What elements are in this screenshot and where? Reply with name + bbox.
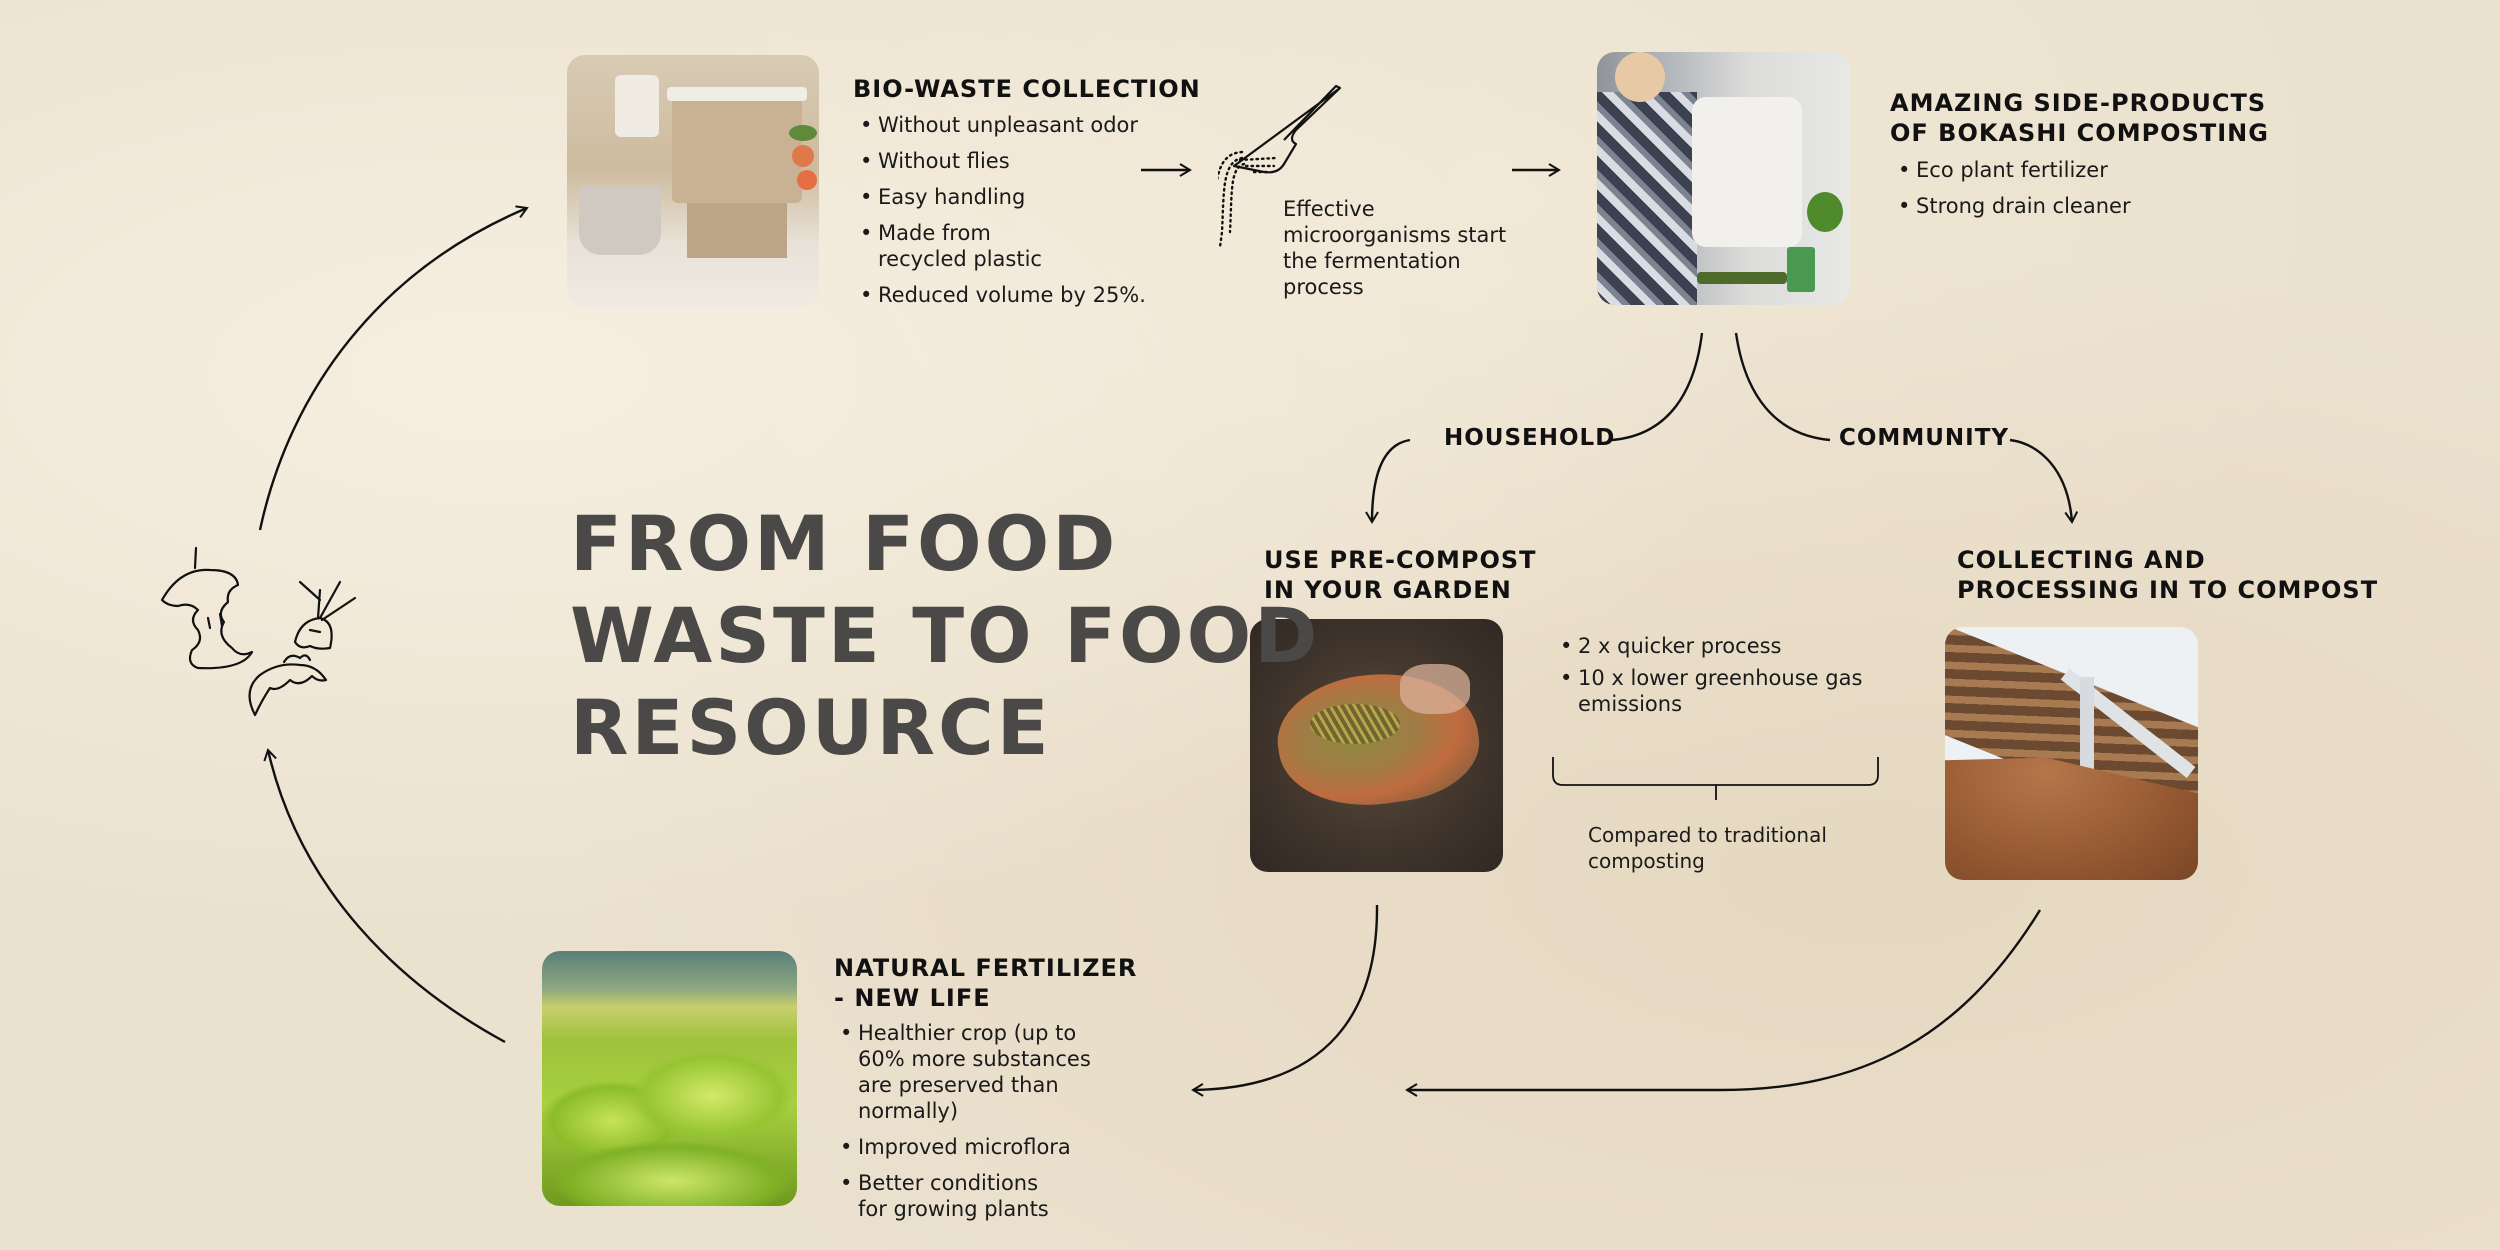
pre-compost-heading: USE PRE-COMPOST IN YOUR GARDEN xyxy=(1264,545,1537,605)
collection-heading: BIO-WASTE COLLECTION xyxy=(853,75,1201,103)
apple-core-icon xyxy=(160,546,254,670)
food-waste-icons xyxy=(160,546,357,717)
comparison-note: Compared to traditional composting xyxy=(1588,823,1827,873)
cabbage-field-photo xyxy=(542,951,797,1206)
list-item: Without unpleasant odor xyxy=(858,112,1158,138)
list-item: Easy handling xyxy=(858,184,1158,210)
arrow-community-to-fertilizer xyxy=(1405,909,2042,1097)
arrow-community xyxy=(2009,438,2079,524)
arrow-household xyxy=(1365,438,1411,524)
pre-compost-in-soil-photo xyxy=(1250,619,1503,872)
arrow-waste-to-collection xyxy=(258,205,529,531)
list-item: Healthier crop (up to 60% more substance… xyxy=(838,1020,1128,1124)
title-line-3: RESOURCE xyxy=(570,683,1052,772)
page-title: FROM FOOD WASTE TO FOOD RESOURCE xyxy=(570,498,1320,774)
list-item: Reduced volume by 25%. xyxy=(858,282,1158,308)
pre-compost-heading-line1: USE PRE-COMPOST xyxy=(1264,546,1537,574)
collection-benefits-list: Without unpleasant odor Without flies Ea… xyxy=(858,112,1158,318)
side-products-heading-line1: AMAZING SIDE-PRODUCTS xyxy=(1890,89,2267,117)
title-line-1: FROM FOOD xyxy=(570,499,1119,588)
fertilizer-heading-line2: - NEW LIFE xyxy=(834,984,991,1012)
list-item: Made from recycled plastic xyxy=(858,220,1048,272)
arrow-fertilizer-to-waste xyxy=(263,748,506,1044)
branch-household-line xyxy=(1611,332,1704,442)
carrot-icon xyxy=(293,580,357,650)
compost-pile-under-shelter-photo xyxy=(1945,627,2198,880)
fertilizer-heading: NATURAL FERTILIZER - NEW LIFE xyxy=(834,953,1137,1013)
list-item: 10 x lower greenhouse gas emissions xyxy=(1558,665,1888,717)
pre-compost-benefits-list: 2 x quicker process 10 x lower greenhous… xyxy=(1558,633,1888,727)
list-item: 2 x quicker process xyxy=(1558,633,1888,659)
comparison-bracket xyxy=(1552,757,1879,800)
bitten-fruit-icon xyxy=(248,654,328,717)
side-products-list: Eco plant fertilizer Strong drain cleane… xyxy=(1896,157,2196,229)
fertilizer-benefits-list: Healthier crop (up to 60% more substance… xyxy=(838,1020,1128,1232)
community-compost-heading: COLLECTING AND PROCESSING IN TO COMPOST xyxy=(1957,545,2378,605)
community-compost-heading-line2: PROCESSING IN TO COMPOST xyxy=(1957,576,2379,604)
branch-community-line xyxy=(1734,332,1831,442)
arrow-precompost-to-fertilizer xyxy=(1191,904,1379,1097)
list-item: Without flies xyxy=(858,148,1158,174)
microorganisms-text: Effective microorganisms start the ferme… xyxy=(1283,197,1507,299)
side-products-heading-line2: OF BOKASHI COMPOSTING xyxy=(1890,119,2269,147)
woman-draining-bokashi-bucket-photo xyxy=(1597,52,1850,305)
community-compost-heading-line1: COLLECTING AND xyxy=(1957,546,2206,574)
pre-compost-heading-line2: IN YOUR GARDEN xyxy=(1264,576,1512,604)
title-line-2: WASTE TO FOOD xyxy=(570,591,1321,680)
community-branch-label: COMMUNITY xyxy=(1839,425,2010,451)
household-branch-label: HOUSEHOLD xyxy=(1444,425,1616,451)
pouring-scoop-icon xyxy=(1218,84,1342,249)
list-item: Better conditions for growing plants xyxy=(838,1170,1058,1222)
list-item: Eco plant fertilizer xyxy=(1896,157,2196,183)
list-item: Strong drain cleaner xyxy=(1896,193,2196,219)
list-item: Improved microflora xyxy=(838,1134,1128,1160)
bokashi-bin-kitchen-photo xyxy=(567,55,819,307)
side-products-heading: AMAZING SIDE-PRODUCTS OF BOKASHI COMPOST… xyxy=(1890,88,2269,148)
fertilizer-heading-line1: NATURAL FERTILIZER xyxy=(834,954,1138,982)
